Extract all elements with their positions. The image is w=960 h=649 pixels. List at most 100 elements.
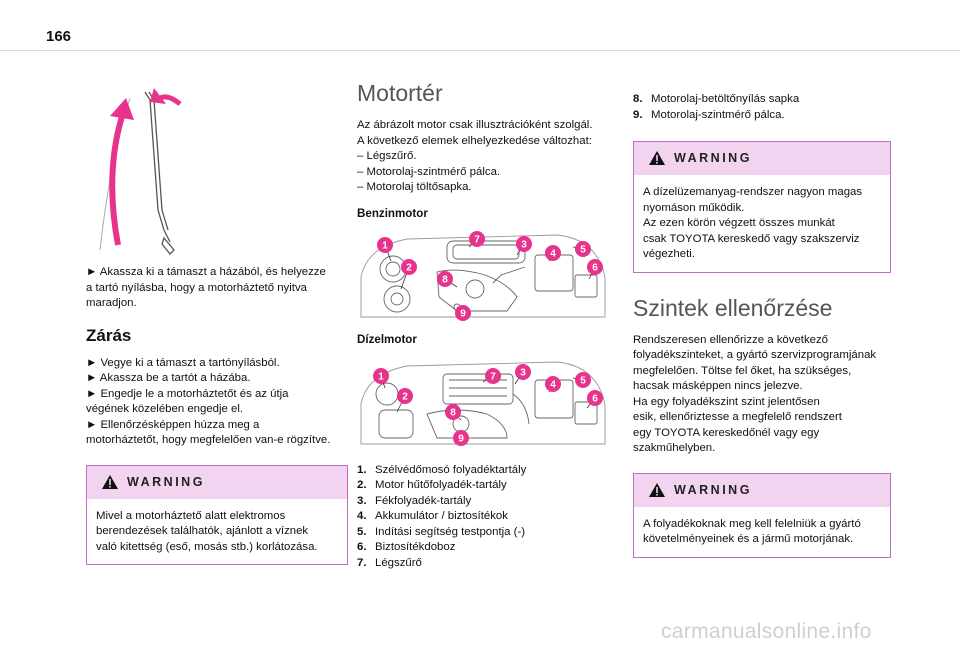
callout-badge [587,259,603,275]
watermark-text: carmanualsonline.info [661,620,872,643]
callout-badge [401,259,417,275]
levels-line: Ha egy folyadékszint szint jelentősen [633,395,820,408]
petrol-engine-label: Benzinmotor [357,206,428,220]
callout-number: 4 [550,249,556,260]
callout-number: 1 [378,371,384,382]
callout-number: 5 [580,375,586,386]
callout-badge [377,237,393,253]
warning-header: WARNING [87,465,347,499]
callout-number: 4 [550,379,556,390]
callout-number: 7 [490,371,496,382]
engine-bay-title: Motortér [357,80,443,106]
warning-line: berendezések találhatók, ajánlott a vízn… [96,525,309,537]
closing-line: ► Vegye ki a támaszt a tartónyílásból. [86,356,280,369]
warning-line: A dízelüzemanyag-rendszer nagyon magas [643,186,863,198]
warning-box: WARNING Mivel a motorháztető alatt elekt… [86,464,348,565]
warning-line: követelményeinek és a jármű motorjának. [643,533,854,545]
callout-badge [437,271,453,287]
callout-badge [453,429,469,446]
callout-number: 3 [521,240,527,251]
warning-line: Mivel a motorháztető alatt elektromos [96,509,286,522]
warning-title: WARNING [127,474,205,489]
callout-number: 9 [458,433,464,444]
callout-number: 5 [580,245,586,256]
intro-line: ► Akassza ki a támaszt a házából, és hel… [86,266,326,278]
list-item: 6.Biztosítékdoboz [357,541,456,553]
warning-line: nyomáson működik. [643,201,745,214]
closing-line: motorháztetőt, hogy megfelelően van-e rö… [86,434,331,446]
callout-badge [397,387,413,404]
callout-badge [455,305,471,321]
warning-triangle-icon [649,151,665,165]
column-middle: Motortér Az ábrázolt motor csak illusztr… [357,80,609,571]
list-item: 5.Indítási segítség testpontja (-) [357,525,526,538]
levels-line: egy TOYOTA kereskedőnél vagy egy [633,426,820,439]
list-item: 8.Motorolaj-betöltőnyílás sapka [633,93,800,105]
callout-number: 7 [474,235,480,246]
list-item: 9.Motorolaj-szintmérő pálca. [633,108,785,121]
levels-title: Szintek ellenőrzése [633,294,833,321]
levels-line: folyadékszinteket, a gyártó szervizprogr… [633,349,877,361]
warning-line: végezheti. [643,248,695,260]
callout-badge [485,367,501,384]
closing-line: végének közelében engedje el. [86,403,244,415]
levels-line: hacsak másképpen nincs jelezve. [633,380,803,392]
closing-line: ► Ellenőrzésképpen húzza meg a [86,418,260,431]
warning-line: való kitettség (eső, mosás stb.) korláto… [96,540,318,553]
callout-number: 3 [520,367,526,378]
list-item: 1.Szélvédőmosó folyadéktartály [357,463,527,476]
warning-line: Az ezen körön végzett összes munkát [643,217,835,229]
callout-badge [516,236,532,252]
page-number: 166 [46,28,72,45]
intro-line: a tartó nyílásba, hogy a motorháztető ny… [86,281,307,294]
levels-line: szakműhelyben. [633,442,716,454]
hood-prop-illustration [99,88,182,255]
intro-line: maradjon. [86,297,137,309]
list-item: 2.Motor hűtőfolyadék-tartály [357,479,507,491]
warning-triangle-icon [649,482,665,497]
closing-heading: Zárás [86,325,132,345]
callout-number: 8 [450,407,456,418]
callout-number: 9 [460,309,466,320]
list-item: 3.Fékfolyadék-tartály [357,494,472,507]
callout-number: 6 [592,393,598,404]
warning-box: WARNING A dízelüzemanyag-rendszer nagyon… [633,141,891,273]
top-divider [0,50,960,51]
callout-number: 8 [442,275,448,286]
intro-line: – Motorolaj töltősapka. [357,181,472,193]
warning-line: A folyadékoknak meg kell felelniük a gyá… [643,517,861,530]
column-right: 8.Motorolaj-betöltőnyílás sapka 9.Motoro… [633,80,891,558]
warning-title: WARNING [674,151,752,165]
closing-line: ► Akassza be a tartót a házába. [86,372,251,384]
intro-line: A következő elemek elhelyezkedése változ… [357,134,592,147]
levels-line: Rendszeresen ellenőrizze a következő [633,333,829,346]
column-left: ► Akassza ki a támaszt a házából, és hel… [86,80,348,565]
intro-line: Az ábrázolt motor csak illusztrációként … [357,119,593,131]
warning-line: csak TOYOTA kereskedő vagy szakszerviz [643,232,860,245]
hook-arrow-icon [158,94,182,106]
intro-line: – Légszűrő. [357,150,417,162]
callout-number: 1 [382,241,388,252]
warning-header: WARNING [634,473,890,507]
callout-badge [469,231,485,247]
intro-line: – Motorolaj-szintmérő pálca. [357,165,501,178]
callout-badge [515,363,531,380]
callout-badge [545,375,561,392]
rotate-arrow-icon [109,109,127,246]
levels-line: megfelelően. Töltse fel őket, ha szükség… [633,364,852,377]
callout-badge [587,389,603,406]
callout-badge [545,245,561,261]
warning-triangle-icon [102,474,118,489]
callout-badge [575,241,591,257]
levels-line: esik, ellenőriztesse a megfelelő rendsze… [633,411,842,423]
callout-badge [575,371,591,388]
warning-title: WARNING [674,482,752,497]
list-item: 7.Légszűrő [357,556,422,569]
list-item: 4.Akkumulátor / biztosítékok [357,510,508,522]
diesel-engine-label: Dízelmotor [357,333,417,346]
callout-badge [373,367,389,384]
warning-header: WARNING [634,142,890,175]
warning-box: WARNING A folyadékoknak meg kell felelni… [633,472,891,558]
